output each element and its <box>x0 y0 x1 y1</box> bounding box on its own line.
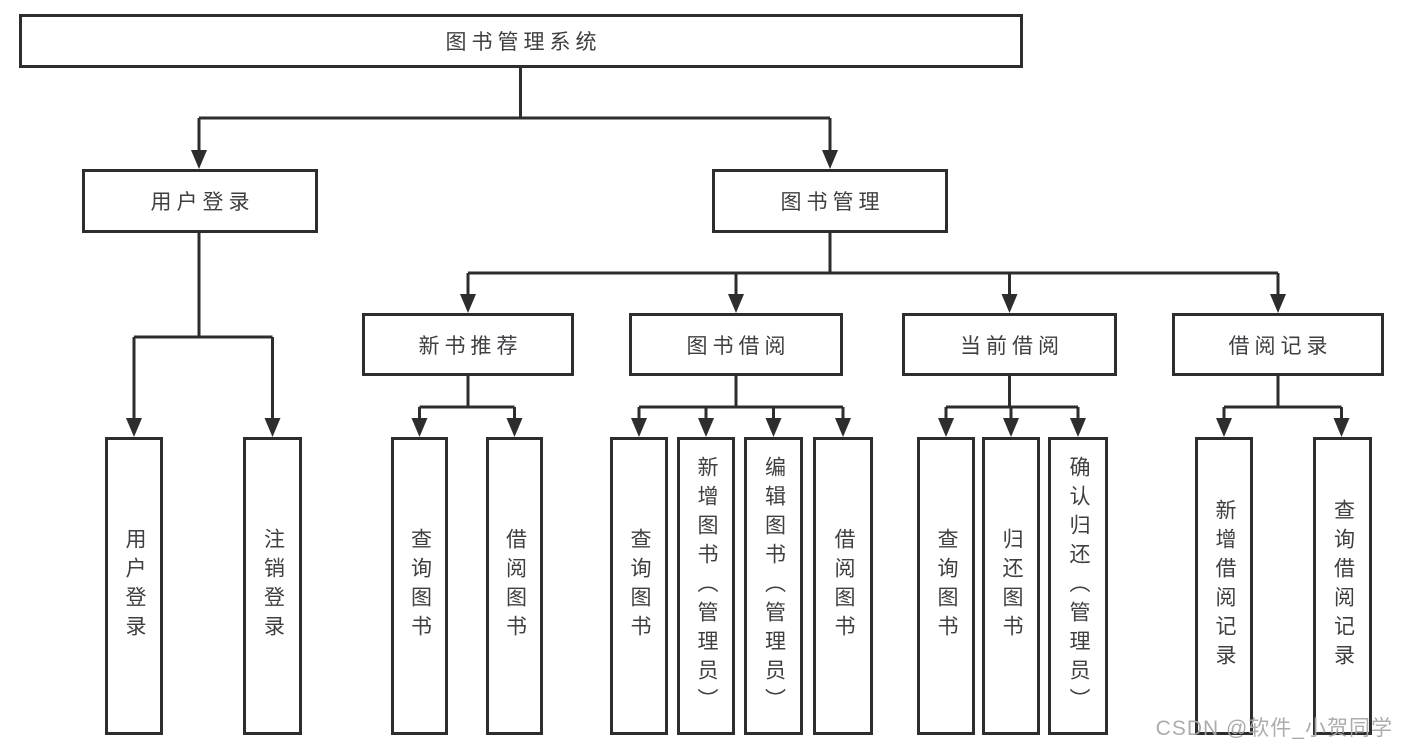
node-root: 图书管理系统 <box>19 14 1023 68</box>
watermark: CSDN @软件_小贺同学 <box>1155 717 1393 740</box>
leaf-user-login-label: 用户登录 <box>123 528 147 644</box>
node-root-label: 图书管理系统 <box>445 31 602 54</box>
leaf-current-query-books-label: 查询图书 <box>935 528 959 644</box>
leaf-borrowing-borrow-books: 借阅图书 <box>813 437 873 735</box>
leaf-borrowing-add-books-admin-label: 新增图书（管理员） <box>695 455 719 717</box>
leaf-borrowing-borrow-books-label: 借阅图书 <box>832 528 856 644</box>
node-current-borrowing: 当前借阅 <box>902 313 1117 376</box>
leaf-current-confirm-return-admin-label: 确认归还（管理员） <box>1067 455 1091 717</box>
leaf-user-login: 用户登录 <box>105 437 163 735</box>
leaf-recommend-query-books-label: 查询图书 <box>408 528 432 644</box>
leaf-logout-label: 注销登录 <box>261 528 285 644</box>
node-user-login-label: 用户登录 <box>150 191 255 214</box>
node-new-book-recommend-label: 新书推荐 <box>418 334 523 358</box>
leaf-borrowing-add-books-admin: 新增图书（管理员） <box>677 437 735 735</box>
node-book-management: 图书管理 <box>712 169 948 233</box>
leaf-current-confirm-return-admin: 确认归还（管理员） <box>1048 437 1108 735</box>
node-current-borrowing-label: 当前借阅 <box>960 334 1064 358</box>
leaf-records-query-record: 查询借阅记录 <box>1313 437 1372 735</box>
leaf-current-query-books: 查询图书 <box>917 437 975 735</box>
node-book-borrowing-label: 图书借阅 <box>686 334 791 358</box>
leaf-recommend-borrow-books: 借阅图书 <box>486 437 543 735</box>
leaf-recommend-query-books: 查询图书 <box>391 437 448 735</box>
node-borrowing-records: 借阅记录 <box>1172 313 1384 376</box>
node-book-management-label: 图书管理 <box>780 191 885 214</box>
node-book-borrowing: 图书借阅 <box>629 313 843 376</box>
node-new-book-recommend: 新书推荐 <box>362 313 574 376</box>
leaf-logout: 注销登录 <box>243 437 302 735</box>
leaf-borrowing-edit-books-admin-label: 编辑图书（管理员） <box>762 455 786 717</box>
leaf-current-return-books: 归还图书 <box>982 437 1040 735</box>
leaf-records-add-record-label: 新增借阅记录 <box>1213 499 1237 673</box>
leaf-borrowing-edit-books-admin: 编辑图书（管理员） <box>744 437 803 735</box>
leaf-records-query-record-label: 查询借阅记录 <box>1331 499 1355 673</box>
leaf-recommend-borrow-books-label: 借阅图书 <box>503 528 527 644</box>
node-user-login: 用户登录 <box>82 169 318 233</box>
leaf-records-add-record: 新增借阅记录 <box>1195 437 1253 735</box>
leaf-borrowing-query-books: 查询图书 <box>610 437 668 735</box>
leaf-borrowing-query-books-label: 查询图书 <box>628 528 652 644</box>
node-borrowing-records-label: 借阅记录 <box>1228 334 1333 358</box>
leaf-current-return-books-label: 归还图书 <box>1000 528 1024 644</box>
